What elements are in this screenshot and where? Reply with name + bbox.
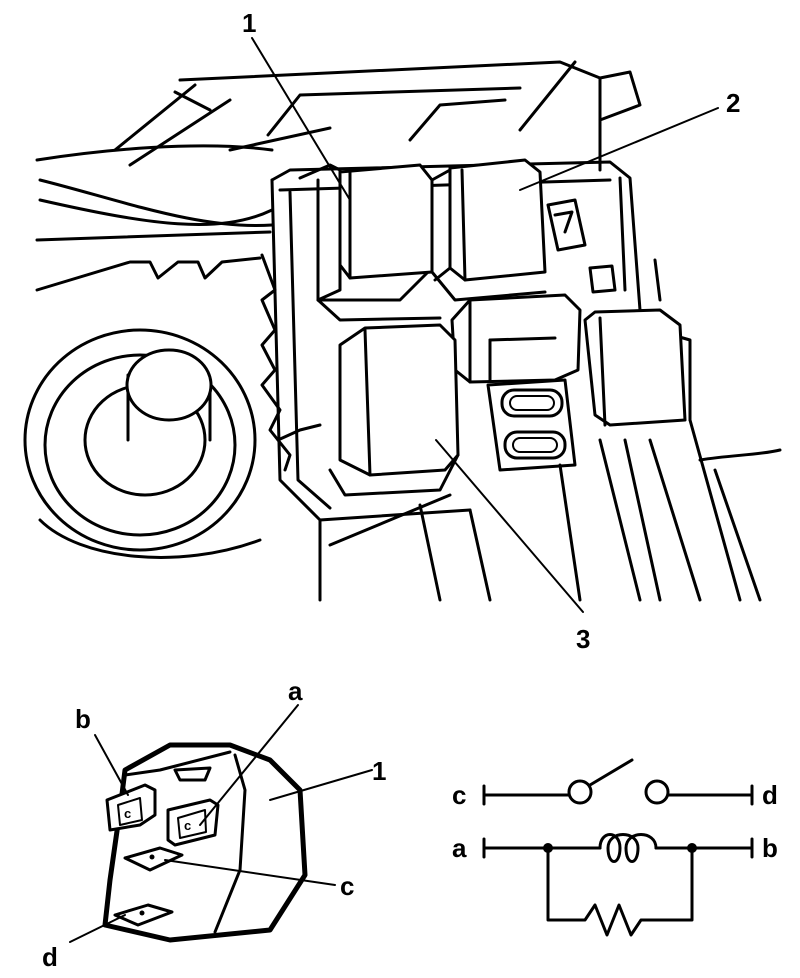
- leader-line-3: [435, 439, 584, 613]
- relay-3: [328, 323, 460, 497]
- schematic-label-d: d: [762, 780, 778, 810]
- relay-label-1: 1: [372, 756, 386, 786]
- relay-label-a: a: [288, 676, 303, 706]
- switch-contact-right: [644, 779, 670, 805]
- relay-far-right: [583, 308, 687, 427]
- relay-1: [298, 163, 442, 322]
- leader-line-1: [251, 37, 351, 201]
- engine-bay-illustration: 1 2 3: [23, 8, 782, 654]
- relay-label-d: d: [42, 942, 58, 972]
- fuse-pair: [486, 378, 577, 472]
- reservoir-cap: [23, 328, 262, 559]
- terminal-b: c: [105, 783, 157, 832]
- relay-box-housing: [270, 160, 782, 602]
- svg-text:c: c: [184, 818, 191, 833]
- terminal-c: [123, 846, 184, 872]
- coil-symbol: [598, 833, 658, 863]
- relay-isometric: c c b a 1 c d: [42, 676, 386, 972]
- relay-small-middle: [450, 293, 582, 384]
- schematic-label-c: c: [452, 780, 466, 810]
- leader-line-b: [94, 734, 129, 796]
- leader-line-2: [519, 107, 719, 191]
- leader-line-c: [164, 859, 336, 886]
- schematic-label-b: b: [762, 833, 778, 863]
- leader-line-a: [199, 704, 299, 826]
- terminal-d: [113, 903, 174, 927]
- callout-1: 1: [242, 8, 256, 38]
- leader-line-d: [69, 914, 126, 943]
- switch-arm: [588, 758, 634, 787]
- resistor-symbol: [546, 846, 694, 937]
- relay-label-b: b: [75, 704, 91, 734]
- callout-2: 2: [726, 88, 740, 118]
- svg-text:c: c: [124, 806, 131, 821]
- relay-label-c: c: [340, 871, 354, 901]
- relay-schematic: c d a b: [452, 758, 778, 937]
- leader-line-relay-1: [269, 769, 373, 801]
- callout-3: 3: [576, 624, 590, 654]
- terminal-a: c: [166, 798, 220, 847]
- switch-contact-left: [567, 779, 593, 805]
- schematic-label-a: a: [452, 833, 467, 863]
